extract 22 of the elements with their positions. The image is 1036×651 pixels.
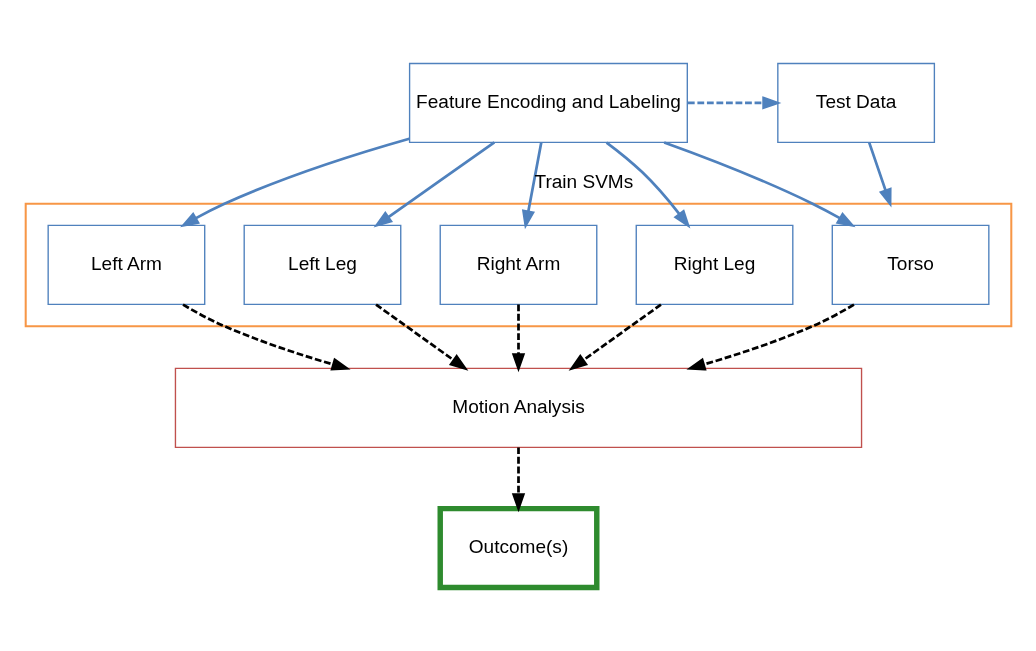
arrow (179, 137, 410, 228)
arrow (373, 141, 495, 228)
node-box: Right Leg (635, 224, 793, 306)
arrow (511, 304, 525, 373)
arrow (181, 303, 351, 371)
node-box: Left Arm (47, 224, 205, 306)
node-box: Test Data (776, 62, 935, 144)
arrow (605, 141, 690, 229)
node-box: Right Arm (439, 224, 597, 306)
edge-label: Train SVMs (533, 170, 633, 192)
cluster (24, 202, 1012, 328)
node-box: Outcome(s) (437, 505, 599, 591)
node-box: Motion Analysis (174, 367, 862, 448)
arrow (687, 96, 781, 110)
arrow (867, 142, 892, 208)
arrow (521, 142, 543, 230)
arrow (511, 447, 525, 513)
node-box: Feature Encoding and Labeling (408, 62, 688, 144)
node-box: Torso (831, 224, 989, 306)
arrow (685, 303, 855, 371)
node-box: Left Leg (243, 224, 401, 306)
arrow (663, 141, 856, 228)
